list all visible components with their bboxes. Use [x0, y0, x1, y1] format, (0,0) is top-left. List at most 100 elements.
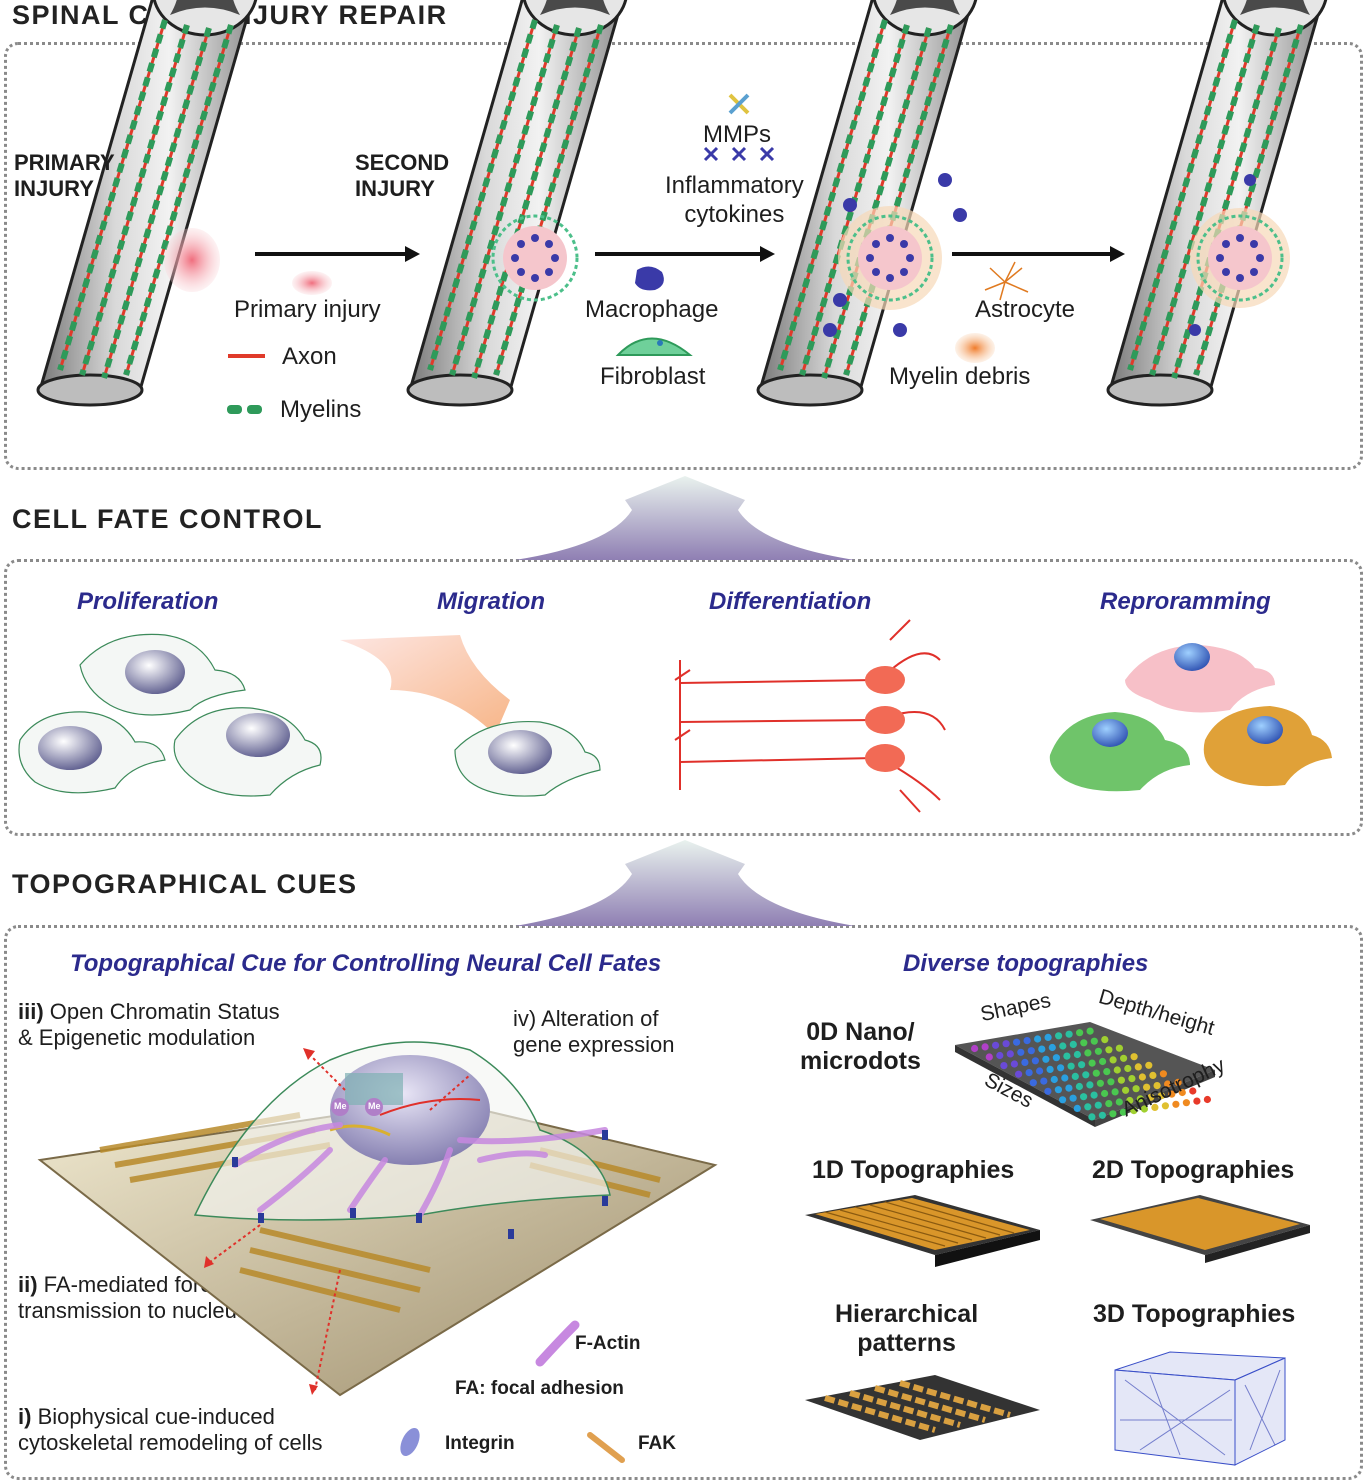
- topo-panel: [4, 925, 1363, 1480]
- label-iv: iv) Alteration of gene expression: [513, 1006, 675, 1058]
- nano-dot: [1130, 1107, 1138, 1115]
- nano-dot: [1075, 1082, 1083, 1091]
- nano-dot: [1000, 1062, 1008, 1070]
- nano-dot: [1101, 1036, 1109, 1044]
- nano-dot: [1084, 1103, 1092, 1111]
- nano-dot: [1073, 1104, 1081, 1112]
- nano-dot: [1044, 1033, 1052, 1041]
- caption-hierarchical: Hierarchical patterns: [835, 1300, 979, 1357]
- nano-dot: [1054, 1086, 1062, 1094]
- spinal-panel: [4, 42, 1363, 470]
- label-iii: iii) Open Chromatin Status & Epigenetic …: [18, 999, 280, 1052]
- nano-dot: [1080, 1039, 1088, 1047]
- nano-dot: [1115, 1098, 1123, 1106]
- nano-dot: [1098, 1111, 1106, 1119]
- nano-dot: [1094, 1101, 1102, 1109]
- caption-2d: 2D Topographies: [1092, 1156, 1295, 1184]
- nano-dot: [1164, 1080, 1172, 1088]
- nano-dot: [1055, 1032, 1063, 1040]
- nano-dot: [985, 1053, 993, 1061]
- nano-dot: [1069, 1094, 1077, 1102]
- legend-integrin: Integrin: [445, 1433, 515, 1454]
- caption-1d: 1D Topographies: [812, 1156, 1015, 1184]
- nano-dot: [1140, 1105, 1148, 1113]
- nano-dot: [1161, 1102, 1169, 1110]
- nano-dot: [1086, 1027, 1094, 1035]
- nano-dot: [1120, 1054, 1128, 1062]
- legend-macrophage: Macrophage: [585, 296, 719, 323]
- nano-dot: [1128, 1075, 1136, 1083]
- nano-dot: [1145, 1061, 1153, 1069]
- label-i-num: i): [18, 1404, 32, 1429]
- label-ii-text: FA-mediated force transmission to nucleu…: [18, 1272, 248, 1324]
- label-iii-num: iii): [18, 999, 44, 1024]
- nano-dot: [1071, 1072, 1079, 1080]
- nano-dot: [1092, 1069, 1100, 1077]
- nano-dot: [1042, 1055, 1050, 1063]
- nano-dot: [1057, 1064, 1065, 1072]
- fate-migration: Migration: [437, 588, 545, 615]
- nano-dot: [1109, 1056, 1117, 1064]
- nano-dot: [1006, 1050, 1014, 1058]
- nano-dot: [1149, 1071, 1157, 1079]
- nano-dot: [1065, 1030, 1073, 1038]
- nano-dot: [1027, 1047, 1035, 1055]
- nano-dot: [1094, 1047, 1102, 1055]
- nano-dot: [1040, 1077, 1048, 1085]
- nano-dot: [1084, 1049, 1092, 1057]
- fate-differentiation: Differentiation: [709, 588, 872, 615]
- nano-dot: [1153, 1082, 1161, 1090]
- label-ii: ii) FA-mediated force transmission to nu…: [18, 1272, 248, 1325]
- nano-dot: [1143, 1083, 1151, 1091]
- nano-dot: [1109, 1110, 1117, 1118]
- nano-dot: [1017, 1048, 1025, 1056]
- section-title-fate: CELL FATE CONTROL: [12, 504, 323, 534]
- nano-dot: [1132, 1085, 1140, 1093]
- nano-dot: [1113, 1066, 1121, 1074]
- nano-dot: [1157, 1092, 1165, 1100]
- nano-dot: [1126, 1096, 1134, 1105]
- legend-astrocyte: Astrocyte: [975, 296, 1076, 323]
- fate-reprogramming: Reproramming: [1100, 588, 1271, 615]
- me-label-1: Me: [334, 1101, 347, 1111]
- caption-3d: 3D Topographies: [1093, 1300, 1296, 1328]
- nano-dot: [1203, 1095, 1211, 1104]
- nano-dot: [1103, 1068, 1111, 1076]
- nano-dot: [1122, 1086, 1130, 1094]
- nano-dot: [1101, 1089, 1109, 1098]
- nano-dot: [1063, 1052, 1071, 1060]
- label-ii-num: ii): [18, 1272, 38, 1297]
- nano-dot: [1002, 1040, 1010, 1048]
- nano-dot: [1138, 1073, 1146, 1081]
- nano-dot: [1023, 1037, 1031, 1045]
- nano-dot: [1189, 1087, 1197, 1095]
- nano-label: 0D Nano/ microdots: [800, 1018, 921, 1075]
- nano-dot: [981, 1043, 989, 1051]
- nano-dot: [996, 1051, 1004, 1060]
- nano-dot: [1096, 1079, 1104, 1087]
- topo-left-title: Topographical Cue for Controlling Neural…: [70, 950, 662, 977]
- nano-dot: [1115, 1044, 1123, 1052]
- nano-dot: [1015, 1070, 1023, 1078]
- nano-dot: [1172, 1100, 1180, 1108]
- second-injury-heading: SECOND INJURY: [355, 150, 450, 202]
- nano-dot: [1124, 1064, 1132, 1073]
- nano-dot: [1119, 1108, 1127, 1116]
- nano-dot: [1073, 1050, 1081, 1059]
- nano-dot: [1117, 1076, 1125, 1084]
- nano-dot: [1044, 1087, 1052, 1095]
- nano-dot: [1036, 1067, 1044, 1075]
- nano-dot: [1130, 1053, 1138, 1061]
- nano-dot: [1069, 1040, 1077, 1048]
- cell-fate-illustrations: [18, 619, 1332, 813]
- legend-factin: F-Actin: [575, 1333, 641, 1354]
- nano-dot: [1029, 1079, 1037, 1087]
- legend-mmps: MMPs: [703, 121, 771, 148]
- nano-dot: [1105, 1100, 1113, 1108]
- fate-proliferation: Proliferation: [77, 588, 219, 615]
- nano-dot: [1178, 1088, 1186, 1097]
- nano-dot: [1151, 1103, 1159, 1111]
- nano-dot: [1159, 1070, 1167, 1078]
- nano-dot: [1013, 1038, 1021, 1046]
